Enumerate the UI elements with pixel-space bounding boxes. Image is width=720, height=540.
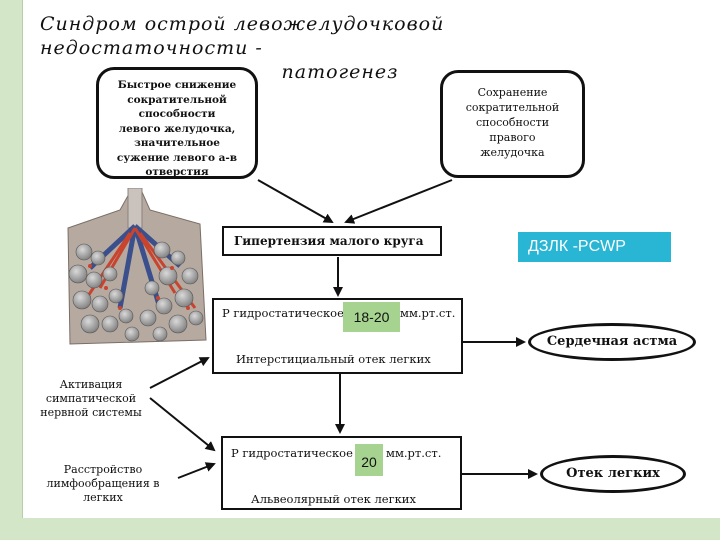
pulmonary-hypertension-box: Гипертензия малого круга	[222, 226, 442, 256]
pressure2-value: 20	[355, 444, 383, 476]
box-right-line: правого	[489, 131, 536, 144]
sympathetic-line: нервной системы	[40, 406, 142, 419]
left-decor-strip	[0, 0, 23, 540]
arrow-left-to-hypertension	[257, 179, 334, 223]
arrow-symp-to-p2	[149, 397, 216, 452]
box-left-line: значительное	[134, 137, 220, 149]
box-left-line: способности	[138, 108, 216, 120]
lymph-line: легких	[83, 491, 123, 504]
lung-edema-oval: Отек легких	[540, 455, 686, 493]
pressure1-value: 18-20	[343, 302, 400, 332]
cardiac-asthma-oval: Сердечная астма	[528, 323, 696, 361]
box-right-line: сократительной	[465, 101, 560, 114]
pressure2-prefix: Р гидростатическое	[231, 446, 353, 460]
pressure2-suffix: мм.рт.ст.	[386, 446, 442, 460]
interstitial-edema-box: Р гидростатическое мм.рт.ст. Интерстициа…	[212, 298, 463, 374]
box-left-line: сократительной	[127, 93, 227, 106]
sympathetic-activation-text: Активация симпатической нервной системы	[28, 378, 154, 420]
pressure2-consequence: Альвеолярный отек легких	[251, 492, 416, 506]
page-title: Синдром острой левожелудочковой недостат…	[40, 12, 640, 84]
pressure1-consequence: Интерстициальный отек легких	[236, 352, 431, 366]
box-right-line: способности	[475, 116, 550, 129]
box-left-line: отверстия	[145, 166, 209, 178]
lymph-disorder-text: Расстройство лимфообращения в легких	[28, 463, 178, 505]
arrow-right-to-hypertension	[344, 179, 453, 224]
pressure1-suffix: мм.рт.ст.	[400, 306, 456, 320]
title-line-1: Синдром острой левожелудочковой недостат…	[40, 13, 445, 59]
sympathetic-line: симпатической	[45, 392, 137, 405]
alveolar-edema-box: Р гидростатическое мм.рт.ст. Альвеолярны…	[221, 436, 462, 510]
arrow-lymph-to-p2	[177, 462, 216, 479]
box-left-line: сужение левого а-в	[116, 151, 238, 164]
box-right-line: Сохранение	[477, 86, 548, 99]
box-right-line: желудочка	[480, 146, 545, 159]
sympathetic-line: Активация	[59, 378, 123, 391]
rv-contractility-preserved-box: Сохранение сократительной способности пр…	[440, 70, 585, 178]
title-line-2: патогенез	[281, 61, 399, 83]
lymph-line: лимфообращения в	[46, 477, 160, 490]
box-left-line: левого желудочка,	[118, 122, 236, 135]
box-left-line: Быстрое снижение	[117, 79, 237, 91]
lung-illustration	[67, 188, 207, 345]
bottom-decor-strip	[0, 518, 720, 540]
pressure1-prefix: Р гидростатическое	[222, 306, 344, 320]
lymph-line: Расстройство	[63, 463, 143, 476]
lv-contractility-decrease-box: Быстрое снижение сократительной способно…	[96, 67, 258, 179]
arrow-symp-to-p1	[149, 357, 210, 389]
pcwp-label: ДЗЛК -PCWP	[518, 232, 671, 262]
